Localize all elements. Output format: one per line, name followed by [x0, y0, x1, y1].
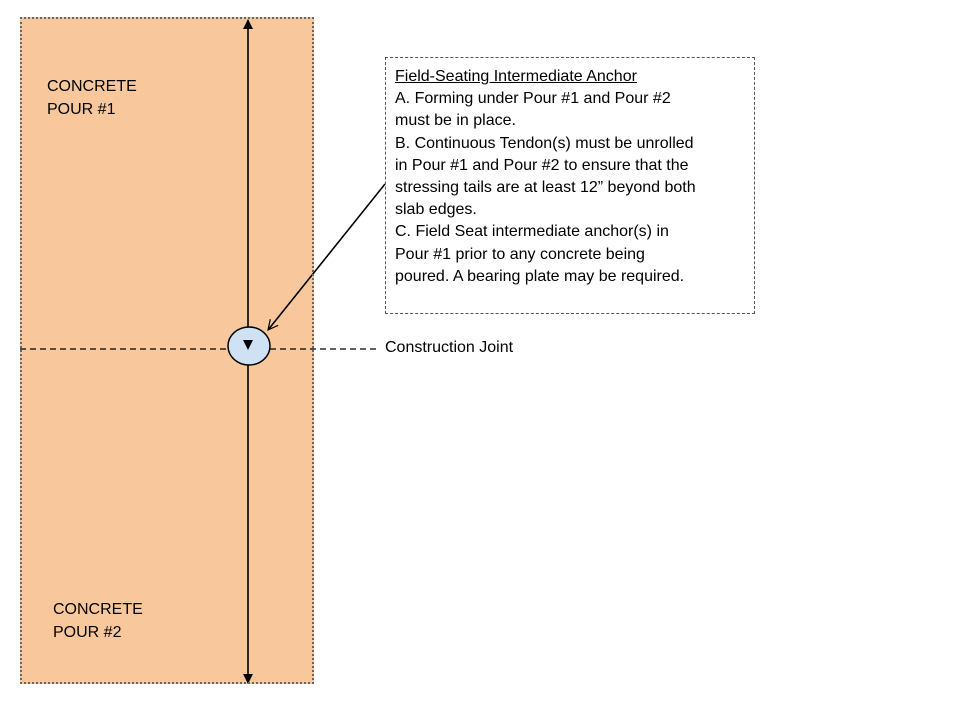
note-line: in Pour #1 and Pour #2 to ensure that th…: [395, 156, 689, 174]
note-line: B. Continuous Tendon(s) must be unrolled: [395, 134, 694, 152]
construction-joint-label: Construction Joint: [385, 339, 514, 356]
note-line: must be in place.: [395, 112, 516, 130]
note-line: slab edges.: [395, 201, 477, 219]
note-line: C. Field Seat intermediate anchor(s) in: [395, 223, 669, 241]
pour-2-label: CONCRETE POUR #2: [53, 601, 143, 641]
pour-1-label: CONCRETE POUR #1: [47, 78, 137, 118]
intermediate-anchor-icon: [227, 326, 271, 366]
note-line: A. Forming under Pour #1 and Pour #2: [395, 90, 671, 108]
slab-outline: [20, 17, 314, 684]
note-line: poured. A bearing plate may be required.: [395, 267, 685, 285]
note-title: Field-Seating Intermediate Anchor: [395, 68, 637, 85]
anchor-note-box: Field-Seating Intermediate Anchor A. For…: [385, 57, 755, 314]
note-line: stressing tails are at least 12” beyond …: [395, 179, 696, 197]
note-line: Pour #1 prior to any concrete being: [395, 245, 645, 263]
leader-arrow: [268, 183, 386, 330]
